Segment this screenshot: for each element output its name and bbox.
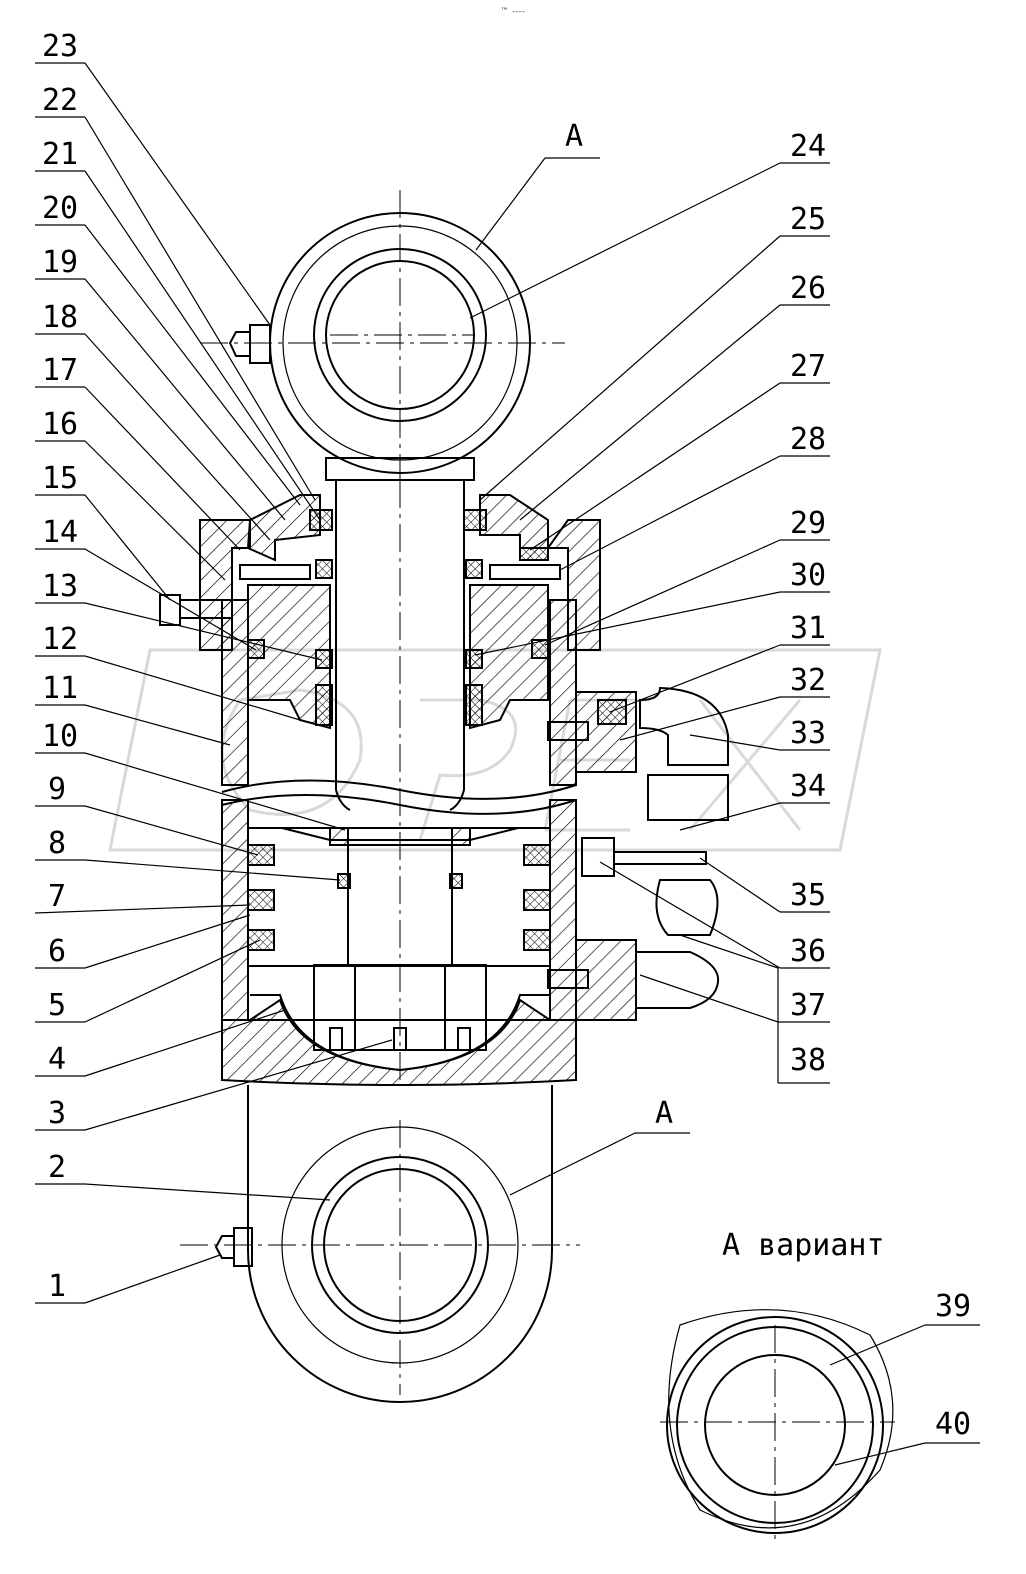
callout-22: 22	[42, 83, 78, 118]
callout-40: 40	[935, 1407, 971, 1442]
callout-23: 23	[42, 29, 78, 64]
callout-28: 28	[790, 422, 826, 457]
stamp-text: ™ ----	[500, 7, 525, 17]
callouts-left: 23 22 21 20 19 18 17 16 15 14 13 12 11 1…	[42, 29, 78, 1304]
callout-17: 17	[42, 353, 78, 388]
callout-20: 20	[42, 191, 78, 226]
callout-34: 34	[790, 769, 826, 804]
callout-25: 25	[790, 202, 826, 237]
gland-section	[159, 494, 601, 786]
callout-11: 11	[42, 671, 78, 706]
callout-31: 31	[790, 611, 826, 646]
detail-view-a	[660, 1309, 895, 1540]
piston-section	[221, 799, 577, 1086]
callout-37: 37	[790, 988, 826, 1023]
callout-38: 38	[790, 1043, 826, 1078]
callout-39: 39	[935, 1289, 971, 1324]
port-fittings	[547, 686, 729, 1021]
top-eye	[200, 190, 565, 481]
callout-21: 21	[42, 137, 78, 172]
callout-19: 19	[42, 245, 78, 280]
callout-1: 1	[48, 1269, 66, 1304]
callout-33: 33	[790, 716, 826, 751]
callout-4: 4	[48, 1042, 66, 1077]
callout-35: 35	[790, 878, 826, 913]
callout-6: 6	[48, 934, 66, 969]
callout-26: 26	[790, 271, 826, 306]
callout-9: 9	[48, 772, 66, 807]
callout-27: 27	[790, 349, 826, 384]
callout-12: 12	[42, 622, 78, 657]
callout-29: 29	[790, 506, 826, 541]
callout-3: 3	[48, 1096, 66, 1131]
view-marker-top: А	[565, 119, 583, 154]
callouts-right: 24 25 26 27 28 29 30 31 32 33 34 35 36 3…	[790, 129, 826, 1078]
bottom-grease-nipple	[214, 1227, 253, 1267]
callout-15: 15	[42, 461, 78, 496]
callout-10: 10	[42, 719, 78, 754]
callout-13: 13	[42, 569, 78, 604]
callout-36: 36	[790, 934, 826, 969]
callout-32: 32	[790, 663, 826, 698]
callout-8: 8	[48, 826, 66, 861]
callout-2: 2	[48, 1150, 66, 1185]
piston-rod	[335, 480, 465, 1080]
callout-30: 30	[790, 558, 826, 593]
top-grease-nipple	[228, 324, 271, 364]
leader-lines	[34, 62, 980, 1466]
callout-24: 24	[790, 129, 826, 164]
view-marker-bottom: А	[655, 1096, 673, 1131]
detail-view-title: А вариант	[722, 1228, 885, 1263]
callout-16: 16	[42, 407, 78, 442]
callout-14: 14	[42, 515, 78, 550]
callout-7: 7	[48, 879, 66, 914]
callout-5: 5	[48, 988, 66, 1023]
bottom-eye	[180, 1085, 580, 1403]
callout-18: 18	[42, 300, 78, 335]
